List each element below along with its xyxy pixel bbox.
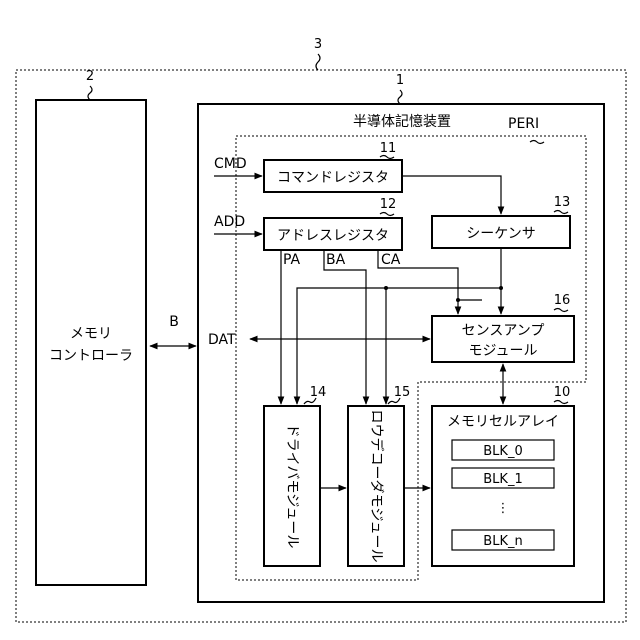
system-leader [316, 54, 320, 70]
sense-amp-label-line1: センスアンプ [462, 323, 545, 339]
system-ref: 3 [314, 37, 322, 52]
controller-ref: 2 [86, 69, 94, 84]
memory-cell-array-label: メモリセルアレイ [447, 414, 559, 430]
add-label: ADD [214, 214, 245, 230]
controller-leader [88, 86, 92, 100]
block-0-label: BLK_0 [483, 444, 522, 459]
row-decoder-ref: 15 [394, 385, 411, 400]
ba-label: BA [326, 252, 346, 268]
bus-b-label: B [169, 314, 179, 330]
row-decoder-label: ロウデコーダモジュール [368, 409, 385, 562]
command-register-label: コマンドレジスタ [277, 170, 389, 186]
memory-controller-block [36, 100, 146, 585]
sense-amp-label-line2: モジュール [468, 343, 537, 359]
address-register-label: アドレスレジスタ [277, 228, 389, 244]
driver-module-ref: 14 [310, 385, 327, 400]
sense-amp-ref: 16 [554, 293, 571, 308]
sequencer-label: シーケンサ [466, 226, 536, 242]
device-leader [398, 90, 402, 104]
controller-label-line2: コントローラ [49, 348, 133, 364]
command-register-ref: 11 [380, 141, 397, 156]
junction-dot-1 [499, 286, 503, 290]
device-title: 半導体記憶装置 [353, 113, 451, 130]
block-1-label: BLK_1 [483, 472, 522, 487]
pa-label: PA [283, 252, 301, 268]
sequencer-ref: 13 [554, 195, 571, 210]
cmd-label: CMD [214, 156, 247, 172]
address-register-ref: 12 [380, 197, 397, 212]
junction-dot-2 [384, 286, 388, 290]
device-ref: 1 [396, 73, 404, 88]
dat-label: DAT [208, 332, 236, 348]
block-n-label: BLK_n [483, 534, 522, 549]
driver-module-label: ドライバモジュール [284, 424, 300, 549]
memory-cell-array-ref: 10 [554, 385, 571, 400]
peri-label: PERI [508, 116, 539, 132]
controller-label-line1: メモリ [70, 326, 112, 342]
ca-label: CA [381, 252, 401, 268]
block-ellipsis: ⋮ [497, 501, 510, 516]
